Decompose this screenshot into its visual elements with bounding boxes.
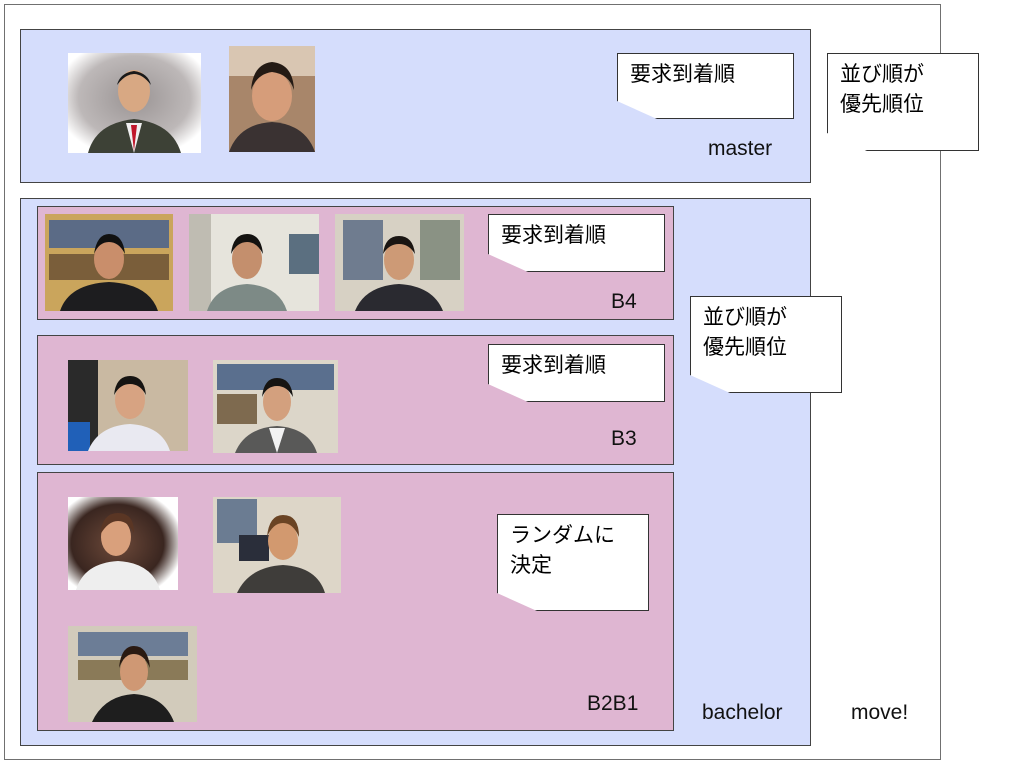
b3-photo-1 (68, 360, 188, 451)
master-note: 要求到着順 (617, 53, 794, 119)
person-photo-icon (68, 360, 188, 451)
master-photo-1 (68, 53, 201, 153)
b3-photo-2 (213, 360, 338, 453)
bachelor-label: bachelor (702, 701, 783, 724)
b4-photo-3 (335, 214, 464, 311)
top-side-note-line-2: 優先順位 (840, 93, 924, 116)
b2b1-photo-1 (68, 497, 178, 590)
b2b1-photo-2 (213, 497, 341, 593)
b2b1-note-line-1: ランダムに (510, 524, 615, 547)
b2b1-note: ランダムに 決定 (497, 514, 649, 611)
b2b1-photo-3 (68, 626, 197, 722)
b4-photo-2 (189, 214, 319, 311)
move-label: move! (851, 701, 909, 724)
person-photo-icon (213, 497, 341, 593)
b4-label: B4 (611, 290, 637, 313)
master-note-line-1: 要求到着順 (630, 63, 735, 86)
top-side-note-line-1: 並び順が (840, 63, 924, 86)
master-photo-2 (229, 46, 315, 152)
person-photo-icon (335, 214, 464, 311)
b4-note: 要求到着順 (488, 214, 665, 272)
b3-note: 要求到着順 (488, 344, 665, 402)
b2b1-label: B2B1 (587, 692, 639, 715)
person-photo-icon (68, 53, 201, 153)
b4-photo-1 (45, 214, 173, 311)
person-photo-icon (68, 626, 197, 722)
b4-note-line-1: 要求到着順 (501, 224, 606, 247)
b3-label: B3 (611, 427, 637, 450)
person-photo-icon (213, 360, 338, 453)
b2b1-note-line-2: 決定 (510, 554, 552, 577)
person-photo-icon (189, 214, 319, 311)
middle-side-note-line-1: 並び順が (703, 306, 787, 329)
b3-note-line-1: 要求到着順 (501, 354, 606, 377)
person-photo-icon (45, 214, 173, 311)
top-side-note: 並び順が 優先順位 (827, 53, 979, 151)
person-photo-icon (229, 46, 315, 152)
master-label: master (708, 137, 773, 160)
person-photo-icon (68, 497, 178, 590)
middle-side-note-line-2: 優先順位 (703, 336, 787, 359)
middle-side-note: 並び順が 優先順位 (690, 296, 842, 393)
